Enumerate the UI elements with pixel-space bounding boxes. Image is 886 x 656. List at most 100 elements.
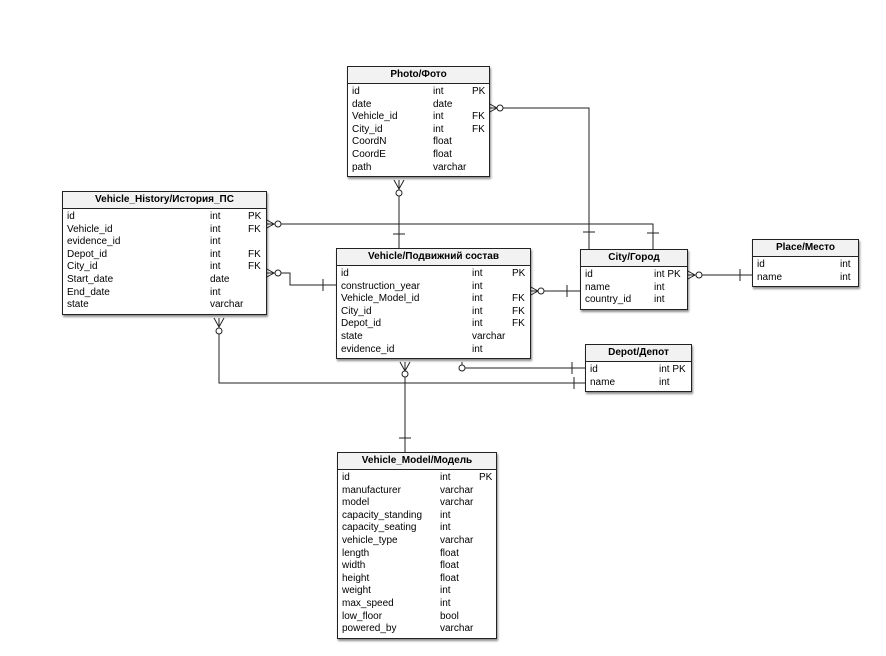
- attribute-type: date: [210, 273, 230, 285]
- attribute-name: City_id: [352, 123, 383, 135]
- attribute-row: id int PK: [67, 211, 262, 224]
- attribute-type: bool: [440, 610, 459, 622]
- entity-title: City/Город: [581, 250, 687, 267]
- attribute-row: name int: [757, 272, 854, 285]
- attribute-name: id: [67, 211, 75, 222]
- optional-marker: [395, 189, 403, 197]
- attribute-type: int: [440, 472, 451, 483]
- relationship-line: [218, 318, 585, 384]
- optional-marker: [458, 364, 466, 372]
- attribute-type: float: [440, 572, 459, 584]
- attribute-type: int: [210, 211, 221, 222]
- attribute-type: date: [433, 98, 453, 110]
- attribute-type: int: [433, 86, 444, 97]
- attribute-name: City_id: [341, 305, 372, 317]
- attribute-type: int: [654, 281, 665, 293]
- entity-title: Photo/Фото: [348, 67, 489, 84]
- relationship-line: [488, 107, 590, 249]
- attribute-type: int: [659, 376, 670, 388]
- attribute-type: float: [433, 136, 452, 148]
- attribute-type: int: [472, 268, 483, 279]
- attribute-type: int PK: [654, 269, 681, 280]
- attribute-key: FK: [472, 123, 485, 135]
- attribute-type: float: [440, 547, 459, 559]
- attribute-key: FK: [248, 261, 261, 273]
- attribute-type: int PK: [659, 364, 686, 375]
- many-marker: [264, 267, 276, 279]
- many-marker: [213, 317, 225, 329]
- attribute-name: max_speed: [342, 597, 394, 609]
- attribute-key: PK: [248, 211, 262, 222]
- attribute-name: date: [352, 98, 372, 110]
- attribute-row: City_id int FK: [341, 306, 526, 319]
- attribute-type: int: [210, 223, 221, 235]
- entity-title: Vehicle_History/История_ПС: [63, 192, 266, 209]
- attribute-name: Vehicle_id: [352, 111, 398, 123]
- attribute-type: int: [440, 522, 451, 534]
- attribute-type: int: [840, 271, 851, 283]
- optional-marker: [274, 220, 282, 228]
- attribute-name: Start_date: [67, 273, 114, 285]
- attribute-name: id: [757, 259, 765, 270]
- optional-marker: [496, 104, 504, 112]
- attribute-name: id: [585, 269, 593, 280]
- attribute-row: End_date int: [67, 287, 262, 300]
- attribute-type: int: [440, 509, 451, 521]
- attribute-type: varchar: [210, 299, 244, 311]
- attribute-name: vehicle_type: [342, 534, 398, 546]
- attribute-type: float: [433, 148, 452, 160]
- attribute-type: int: [433, 123, 444, 135]
- entity-title: Depot/Депот: [586, 345, 691, 362]
- attribute-key: FK: [472, 111, 485, 123]
- attribute-name: construction_year: [341, 280, 420, 292]
- attribute-name: length: [342, 547, 370, 559]
- attribute-name: Depot_id: [67, 248, 108, 260]
- attribute-row: City_id int FK: [352, 124, 485, 137]
- attribute-key: PK: [472, 86, 486, 97]
- attribute-key: FK: [248, 248, 261, 260]
- attribute-type: int: [210, 286, 221, 298]
- attribute-name: End_date: [67, 286, 110, 298]
- relationship-line: [461, 362, 585, 369]
- attribute-name: id: [342, 472, 350, 483]
- attribute-key: FK: [512, 305, 525, 317]
- attribute-name: state: [341, 330, 363, 342]
- attribute-name: Vehicle_id: [67, 223, 113, 235]
- attribute-name: City_id: [67, 261, 98, 273]
- attribute-type: varchar: [440, 484, 474, 496]
- attribute-row: date date: [352, 99, 485, 112]
- many-marker: [685, 269, 697, 281]
- optional-marker: [401, 370, 409, 378]
- attribute-name: name: [757, 271, 783, 283]
- attribute-type: int: [472, 305, 483, 317]
- attribute-row: length float: [342, 548, 492, 561]
- attribute-key: PK: [512, 268, 526, 279]
